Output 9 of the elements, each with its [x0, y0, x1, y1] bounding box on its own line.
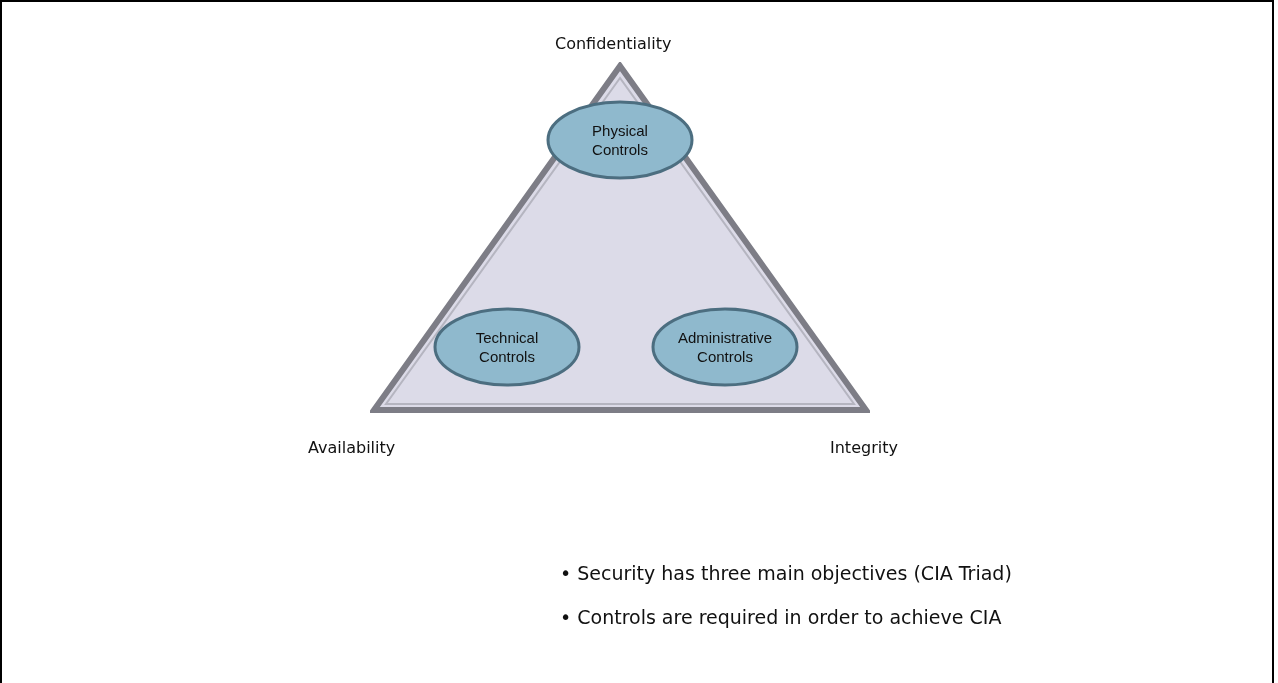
- bullet-point: • Controls are required in order to achieve CIA: [560, 606, 1003, 628]
- vertex-label: Confidentiality: [555, 34, 672, 53]
- triangle-shape: [370, 62, 870, 414]
- control-ellipse: Physical Controls: [545, 99, 695, 181]
- vertex-label: Integrity: [830, 438, 898, 457]
- vertex-label: Availability: [308, 438, 396, 457]
- control-ellipse: Technical Controls: [432, 306, 582, 388]
- control-ellipse: Administrative Controls: [650, 306, 800, 388]
- bullet-point: • Security has three main objectives (CIA Triad): [560, 562, 1012, 584]
